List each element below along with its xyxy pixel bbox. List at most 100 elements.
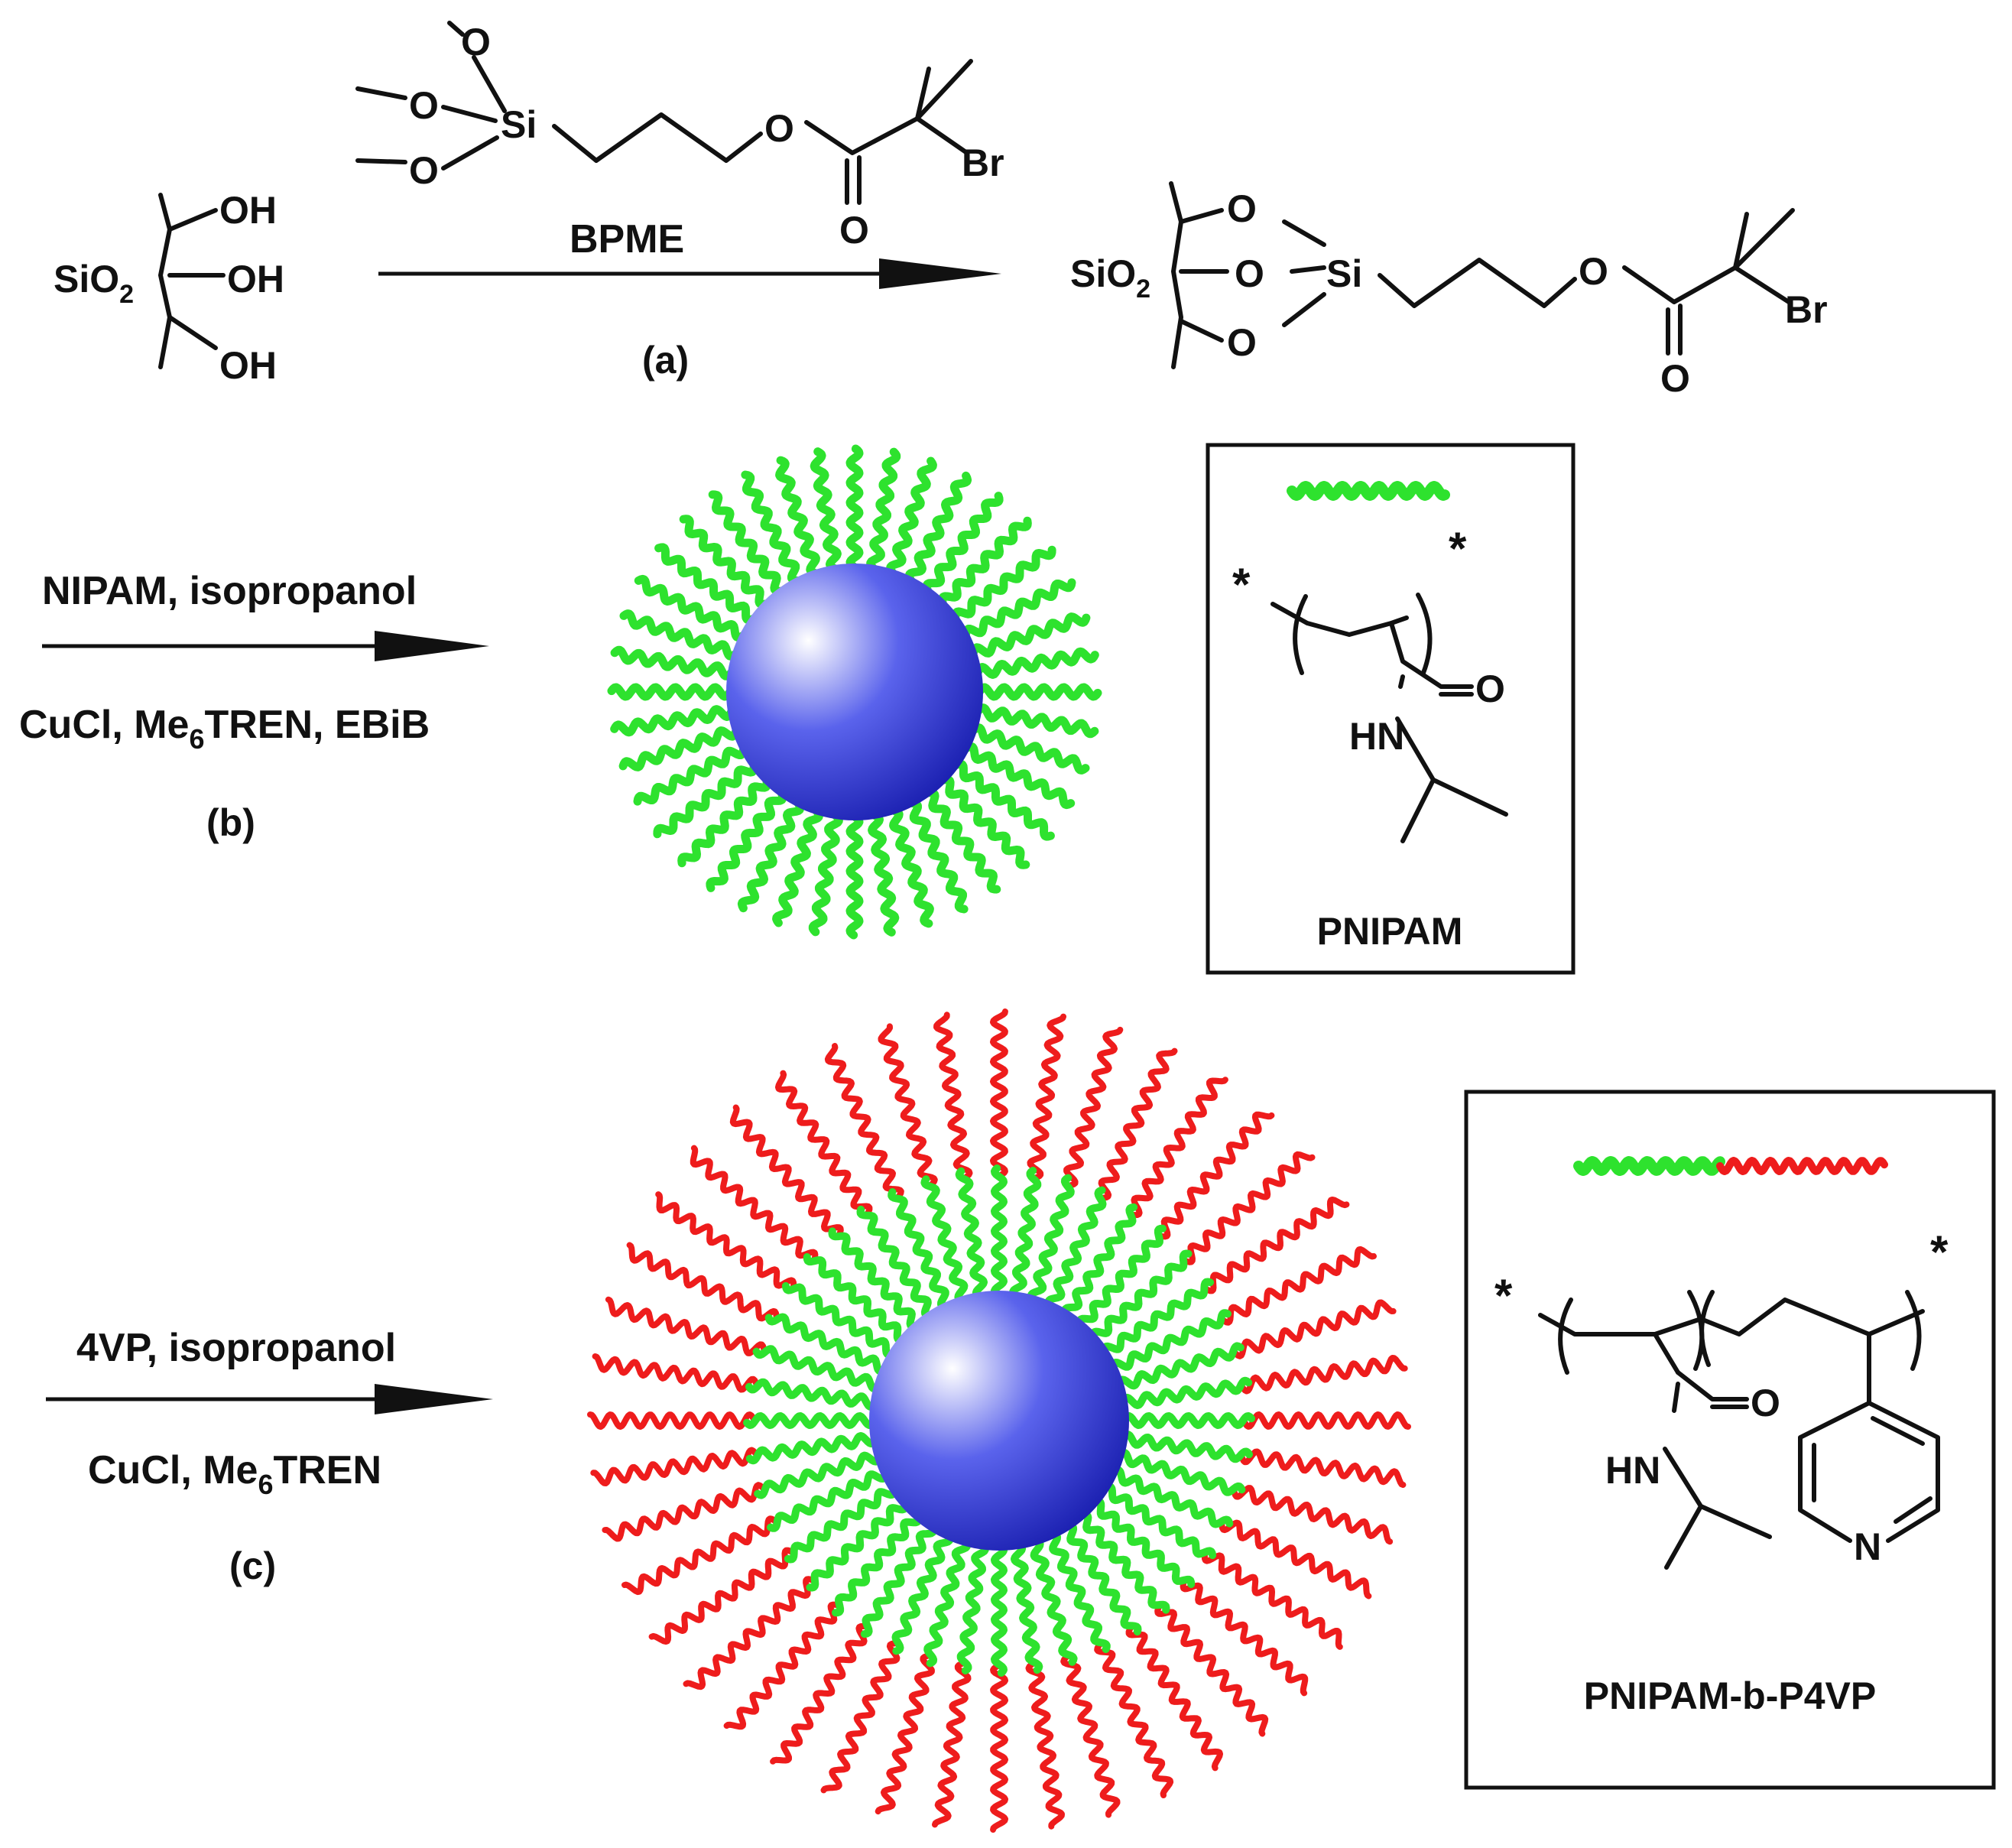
pnipam-chain-segment xyxy=(888,1188,958,1320)
pnipam-chain xyxy=(959,723,1090,775)
pnipam-chain-segment xyxy=(856,1205,943,1328)
pnipam-chain-segment xyxy=(1099,1464,1234,1528)
pnipam-star-right: * xyxy=(1449,523,1467,574)
step-b-tag: (b) xyxy=(206,801,255,844)
step-c-line1: 4VP, isopropanol xyxy=(76,1326,396,1370)
pnipam-chain-segment xyxy=(828,1227,929,1338)
pnipam-chain xyxy=(952,578,1076,646)
pnipam-chain xyxy=(902,471,972,594)
block-silica-core xyxy=(869,1291,1129,1551)
block-star-right: * xyxy=(1930,1226,1949,1278)
pnipam-chain xyxy=(865,801,900,937)
p4vp-chain-segment xyxy=(729,1104,844,1239)
pnipam-chain-segment xyxy=(764,1313,899,1377)
pnipam-chain-segment xyxy=(745,1378,890,1411)
functionalized-carbonyl-o: O xyxy=(1660,357,1690,400)
pnipam-chain-segment xyxy=(955,1167,991,1311)
pnipam-chain xyxy=(654,543,767,629)
pnipam-chain xyxy=(653,754,767,839)
pnipam-chain-segment xyxy=(1092,1479,1217,1560)
pnipam-chain-segment xyxy=(806,1491,917,1592)
pnipam-chain xyxy=(885,456,937,587)
p4vp-chain-segment xyxy=(1180,1151,1316,1265)
bpme-methoxy-o-bottom: O xyxy=(409,149,439,192)
pnipam-chain-segment xyxy=(1069,1503,1170,1614)
p4vp-chain-segment xyxy=(932,1659,972,1828)
pnipam-chain xyxy=(845,802,864,940)
p4vp-chain-segment xyxy=(626,1242,780,1323)
pnipam-chain xyxy=(737,790,807,913)
pnipam-chain-segment xyxy=(956,1530,989,1674)
pnipam-chain xyxy=(607,683,745,701)
hydroxyl-middle: OH xyxy=(227,258,284,300)
p4vp-chain-segment xyxy=(990,1662,1008,1833)
pnipam-chain xyxy=(618,720,750,771)
p4vp-chain-segment xyxy=(1128,1077,1228,1219)
pnipam-legend-box: * * O HN PNIPAM xyxy=(1206,443,1576,975)
hydroxyl-bottom: OH xyxy=(219,344,277,387)
pnipam-chain-segment xyxy=(832,1503,928,1617)
functionalized-ester-o: O xyxy=(1579,250,1608,293)
pnipam-chain xyxy=(679,515,779,615)
step-b-line1: NIPAM, isopropanol xyxy=(42,569,417,613)
bridge-o-bottom: O xyxy=(1227,321,1257,364)
pnipam-chain xyxy=(883,797,934,928)
step-c-line2: CuCl, Me6TREN xyxy=(88,1448,381,1500)
bpme-methoxy-o-middle: O xyxy=(409,84,439,127)
bpme-structure: O O O Si O O Br xyxy=(355,21,1004,252)
pnipam-chain-segment xyxy=(920,1175,974,1315)
pnipam-chain xyxy=(963,703,1099,739)
pnipam-chain-segment xyxy=(781,1281,907,1362)
p4vp-chain-segment xyxy=(1241,1411,1411,1430)
p4vp-chain-segment xyxy=(1097,1047,1178,1201)
p4vp-chain-segment xyxy=(1094,1640,1174,1798)
p4vp-chain-segment xyxy=(1231,1485,1394,1545)
pnipam-chain xyxy=(619,609,750,661)
pnipam-chain xyxy=(917,780,1001,894)
pnipam-chain xyxy=(931,516,1032,616)
pnipam-chain xyxy=(963,647,1099,682)
p4vp-chain-segment xyxy=(1027,1013,1066,1182)
pnipam-chain-segment xyxy=(1105,1342,1245,1395)
pnipam-chain-segment xyxy=(1008,1530,1043,1674)
pnipam-brush-particle xyxy=(607,444,1102,940)
block-name: PNIPAM-b-P4VP xyxy=(1584,1674,1876,1717)
bpme-methoxy-o-top: O xyxy=(461,21,491,63)
block-star-left: * xyxy=(1494,1270,1513,1321)
p4vp-chain-segment xyxy=(605,1296,767,1356)
p4vp-chain-segment xyxy=(592,1353,761,1393)
pnipam-chain-segment xyxy=(745,1429,890,1465)
block-amide-nh: HN xyxy=(1605,1449,1660,1492)
pnipam-chain xyxy=(965,683,1102,701)
p4vp-chain-segment xyxy=(1063,1026,1124,1189)
silica-substrate: SiO2 OH OH OH xyxy=(54,189,284,387)
pnipam-chain-segment xyxy=(891,1521,956,1655)
pnipam-chain-segment xyxy=(784,1477,907,1564)
pnipam-chain-segment xyxy=(1105,1448,1246,1496)
pnipam-chain xyxy=(634,574,757,645)
p4vp-chain-segment xyxy=(770,1622,870,1765)
p4vp-chain-segment xyxy=(1219,1246,1377,1326)
pnipam-chain xyxy=(610,702,746,737)
pnipam-chain-segment xyxy=(1043,1186,1107,1320)
pnipam-legend-chain xyxy=(1287,481,1450,501)
pnipam-chain xyxy=(633,738,757,806)
p4vp-chain-segment xyxy=(878,1023,938,1189)
pnipam-chain-segment xyxy=(754,1446,894,1499)
pnipam-chain xyxy=(901,790,969,914)
pnipam-chain xyxy=(866,447,901,583)
p4vp-legend-segment xyxy=(1716,1157,1888,1175)
pnipam-chain-segment xyxy=(1110,1412,1255,1429)
block-legend-box: * * O HN N PNIPAM-b-P4VP xyxy=(1464,1090,1996,1790)
pnipam-chain-segment xyxy=(1092,1278,1215,1364)
pnipam-chain-segment xyxy=(991,1531,1008,1677)
pnipam-chain xyxy=(610,645,746,680)
pnipam-chain-segment xyxy=(1040,1521,1111,1653)
pnipam-chain-segment xyxy=(923,1526,972,1668)
p4vp-chain-segment xyxy=(1238,1448,1407,1488)
pnipam-chain-segment xyxy=(767,1462,899,1532)
pnipam-chain xyxy=(677,768,778,868)
bridge-o-middle: O xyxy=(1235,252,1264,295)
step-a-tag: (a) xyxy=(642,339,689,382)
pnipam-chain xyxy=(808,801,843,937)
